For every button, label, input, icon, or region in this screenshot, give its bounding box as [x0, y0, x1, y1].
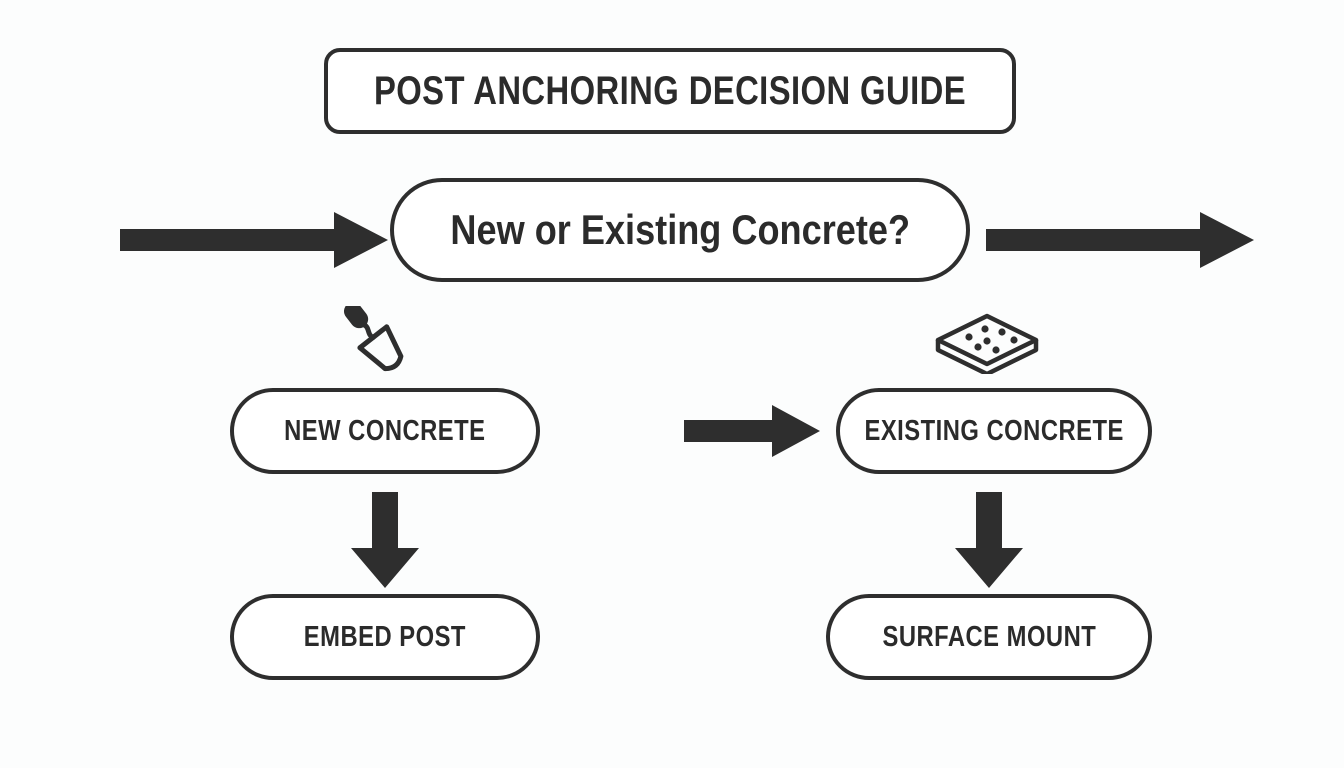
node-surface-mount-label: SURFACE MOUNT: [882, 620, 1096, 653]
node-new-concrete-label: NEW CONCRETE: [284, 414, 486, 447]
node-decision-new-or-existing[interactable]: New or Existing Concrete?: [390, 178, 970, 282]
arrow-exit-right: [986, 212, 1254, 268]
node-new-concrete[interactable]: NEW CONCRETE: [230, 388, 540, 474]
node-embed-post[interactable]: EMBED POST: [230, 594, 540, 680]
arrow-new-concrete-to-embed-post: [351, 492, 419, 588]
trowel-icon: [340, 306, 414, 378]
arrow-existing-concrete-to-surface-mount: [955, 492, 1023, 588]
node-existing-concrete[interactable]: EXISTING CONCRETE: [836, 388, 1152, 474]
diagram-title-box: POST ANCHORING DECISION GUIDE: [324, 48, 1016, 134]
node-decision-label: New or Existing Concrete?: [450, 206, 910, 253]
node-embed-post-label: EMBED POST: [303, 620, 467, 653]
arrow-to-existing-concrete: [684, 405, 820, 457]
concrete-slab-icon: [932, 310, 1042, 374]
node-surface-mount[interactable]: SURFACE MOUNT: [826, 594, 1152, 680]
page-title: POST ANCHORING DECISION GUIDE: [373, 69, 967, 113]
arrow-entry-right: [120, 212, 388, 268]
node-existing-concrete-label: EXISTING CONCRETE: [864, 414, 1124, 447]
